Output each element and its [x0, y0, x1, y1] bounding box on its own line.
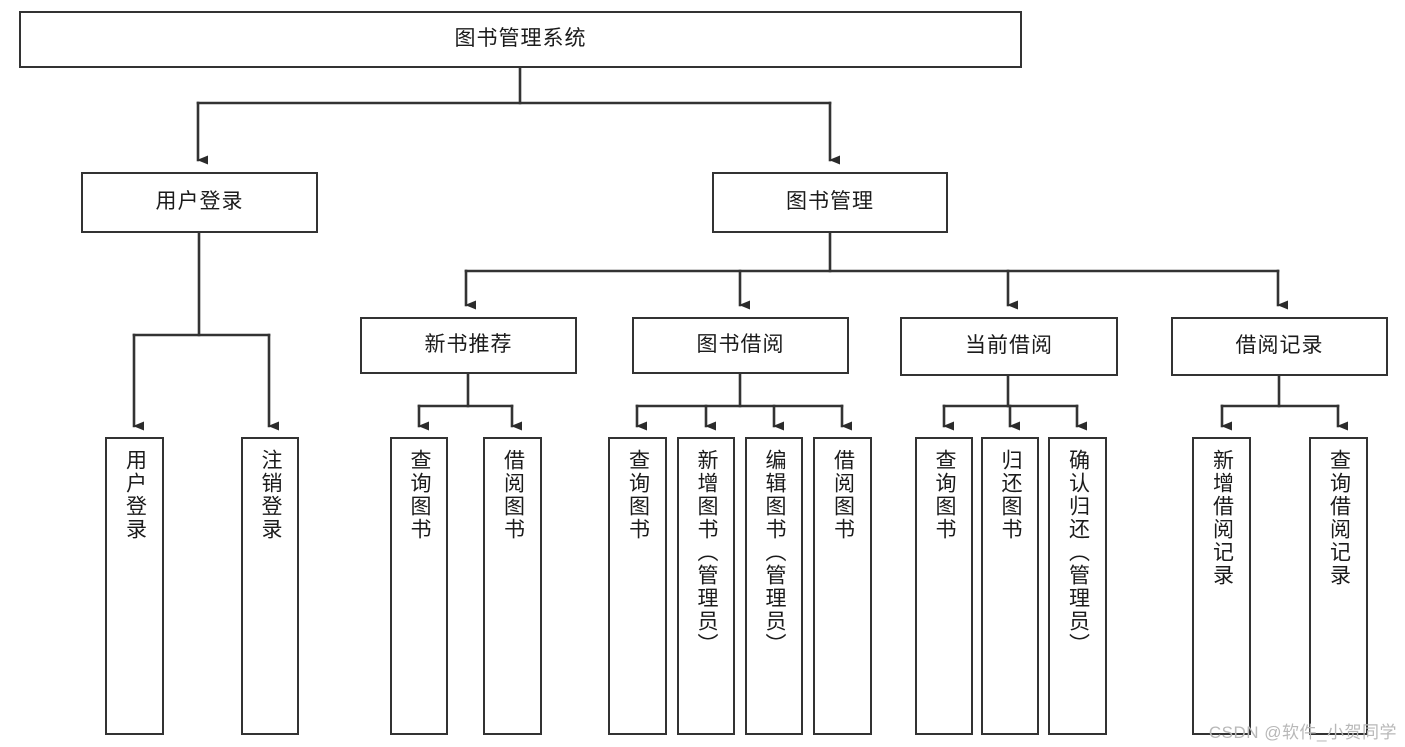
node-borrow-record[interactable]: 借阅记录: [1171, 317, 1388, 376]
node-book-management[interactable]: 图书管理: [712, 172, 948, 233]
node-leaf-confirm-return-admin[interactable]: 确认归还（管理员）: [1048, 437, 1107, 735]
node-label: 图书借阅: [696, 333, 785, 357]
node-leaf-add-book-admin[interactable]: 新增图书（管理员）: [677, 437, 735, 735]
node-label: 编辑图书（管理员）: [763, 449, 787, 656]
node-leaf-query-book-borrow[interactable]: 查询图书: [608, 437, 667, 735]
node-label: 注销登录: [259, 449, 283, 541]
node-label: 当前借阅: [965, 334, 1053, 358]
node-leaf-query-book-recommend[interactable]: 查询图书: [390, 437, 448, 735]
node-label: 查询图书: [933, 449, 957, 541]
csdn-watermark: CSDN @软件_小贺同学: [1208, 723, 1397, 742]
node-current-borrow[interactable]: 当前借阅: [900, 317, 1118, 376]
node-leaf-borrow-book[interactable]: 借阅图书: [813, 437, 872, 735]
node-new-book-recommend[interactable]: 新书推荐: [360, 317, 577, 374]
node-label: 借阅记录: [1235, 334, 1324, 358]
node-label: 借阅图书: [831, 449, 855, 541]
node-label: 新增图书（管理员）: [695, 449, 719, 656]
node-leaf-query-book-current[interactable]: 查询图书: [915, 437, 973, 735]
node-leaf-add-borrow-record[interactable]: 新增借阅记录: [1192, 437, 1251, 735]
node-label: 用户登录: [155, 190, 244, 214]
node-label: 查询图书: [626, 449, 650, 541]
node-user-login[interactable]: 用户登录: [81, 172, 318, 233]
node-leaf-user-login[interactable]: 用户登录: [105, 437, 164, 735]
node-leaf-logout-login[interactable]: 注销登录: [241, 437, 299, 735]
node-leaf-edit-book-admin[interactable]: 编辑图书（管理员）: [745, 437, 803, 735]
node-leaf-return-book[interactable]: 归还图书: [981, 437, 1039, 735]
node-root-book-management-system[interactable]: 图书管理系统: [19, 11, 1022, 68]
node-leaf-borrow-book-recommend[interactable]: 借阅图书: [483, 437, 542, 735]
node-label: 新书推荐: [424, 333, 513, 357]
node-label: 借阅图书: [501, 449, 525, 541]
node-label: 图书管理: [786, 190, 874, 214]
node-label: 确认归还（管理员）: [1066, 449, 1090, 656]
node-label: 查询借阅记录: [1327, 449, 1351, 587]
node-label: 图书管理系统: [454, 27, 587, 51]
node-label: 用户登录: [123, 449, 147, 541]
node-book-borrow[interactable]: 图书借阅: [632, 317, 849, 374]
node-leaf-query-borrow-record[interactable]: 查询借阅记录: [1309, 437, 1368, 735]
node-label: 查询图书: [408, 449, 432, 541]
node-label: 新增借阅记录: [1210, 449, 1234, 587]
node-label: 归还图书: [999, 449, 1023, 541]
